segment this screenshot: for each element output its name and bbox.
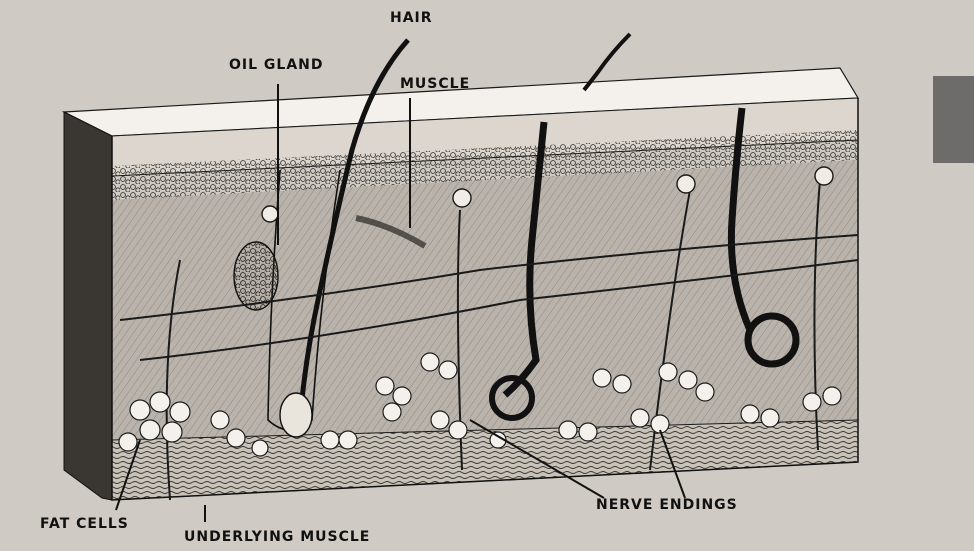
block-side-face: [64, 112, 112, 500]
label-muscle: MUSCLE: [400, 76, 470, 92]
oil-gland: [234, 242, 278, 310]
label-oil-gland: OIL GLAND: [229, 57, 324, 73]
corner-block: [933, 76, 974, 163]
label-nerve-endings: NERVE ENDINGS: [596, 497, 738, 513]
label-fat-cells: FAT CELLS: [40, 516, 129, 532]
hair-bulb: [280, 393, 312, 437]
label-hair: HAIR: [390, 10, 433, 26]
label-underlying-muscle: UNDERLYING MUSCLE: [184, 529, 370, 545]
